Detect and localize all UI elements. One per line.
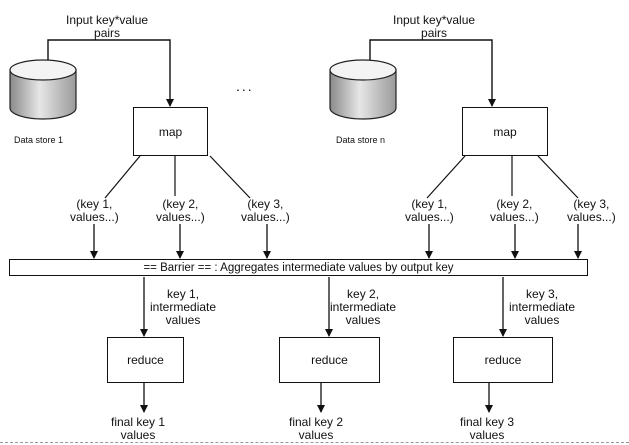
- right-map-edge-1: [426, 155, 466, 199]
- reduce1-input-line1: key 1,: [167, 287, 200, 301]
- left-input-line1: Input key*value: [66, 13, 149, 27]
- reduce-box-3-label: reduce: [484, 353, 522, 367]
- data-store-n-cylinder-icon: [329, 59, 397, 120]
- left-key3-line1: (key 3,: [247, 197, 284, 211]
- right-input-label: Input key*value pairs: [393, 14, 475, 40]
- right-map-edge-3: [537, 155, 579, 199]
- right-key1-line2: values...): [405, 210, 454, 224]
- reduce3-input-line2: intermediate: [509, 300, 576, 314]
- reduce2-input-line2: intermediate: [330, 300, 397, 314]
- reduce-box-2-label: reduce: [311, 353, 348, 367]
- ellipsis: ...: [236, 78, 254, 94]
- barrier-label: == Barrier == : Aggregates intermediate …: [143, 261, 454, 274]
- data-store-1-label: Data store 1: [14, 135, 64, 145]
- right-key2-label: (key 2, values...): [490, 198, 539, 224]
- left-key2-line1: (key 2,: [162, 197, 199, 211]
- barrier-bar: == Barrier == : Aggregates intermediate …: [9, 259, 588, 276]
- reduce1-input-line2: intermediate: [150, 300, 217, 314]
- left-map-edge-3: [209, 155, 251, 199]
- left-key1-line2: values...): [70, 210, 119, 224]
- left-input-line2: pairs: [94, 26, 121, 40]
- right-map-label: map: [493, 124, 517, 139]
- final-output-1-line2: values: [120, 428, 156, 442]
- reduce3-input-line3: values: [524, 313, 560, 327]
- final-output-2-line1: final key 2: [289, 415, 344, 429]
- right-key1-line1: (key 1,: [411, 197, 448, 211]
- right-map-box: map: [462, 107, 548, 156]
- reduce1-input-line3: values: [165, 313, 201, 327]
- reduce-box-2: reduce: [279, 337, 380, 383]
- right-key3-line2: values...): [567, 210, 616, 224]
- final-output-2-line2: values: [298, 428, 334, 442]
- right-input-line2: pairs: [421, 26, 448, 40]
- final-output-2: final key 2 values: [289, 416, 343, 442]
- left-key3-label: (key 3, values...): [241, 198, 290, 224]
- reduce-box-1-label: reduce: [127, 353, 164, 367]
- data-store-n-label: Data store n: [336, 135, 386, 145]
- reduce1-input-label: key 1, intermediate values: [150, 288, 216, 327]
- left-key1-line1: (key 1,: [76, 197, 113, 211]
- reduce2-input-label: key 2, intermediate values: [330, 288, 396, 327]
- right-key2-line2: values...): [490, 210, 539, 224]
- right-key1-label: (key 1, values...): [405, 198, 454, 224]
- reduce2-input-line1: key 2,: [347, 287, 380, 301]
- right-key3-label: (key 3, values...): [567, 198, 616, 224]
- final-output-3: final key 3 values: [460, 416, 514, 442]
- left-input-label: Input key*value pairs: [66, 14, 148, 40]
- reduce3-input-label: key 3, intermediate values: [509, 288, 575, 327]
- reduce3-input-line1: key 3,: [526, 287, 559, 301]
- right-input-line1: Input key*value: [393, 13, 476, 27]
- left-key2-line2: values...): [156, 210, 205, 224]
- final-output-1: final key 1 values: [111, 416, 165, 442]
- final-output-3-line2: values: [469, 428, 505, 442]
- left-key1-label: (key 1, values...): [70, 198, 119, 224]
- right-key2-line1: (key 2,: [496, 197, 533, 211]
- left-map-label: map: [158, 124, 183, 139]
- reduce-box-1: reduce: [107, 337, 184, 383]
- right-key3-line1: (key 3,: [573, 197, 610, 211]
- reduce2-input-line3: values: [345, 313, 381, 327]
- reduce-box-3: reduce: [453, 337, 553, 383]
- final-output-1-line1: final key 1: [111, 415, 166, 429]
- left-key3-line2: values...): [241, 210, 290, 224]
- left-input-connector: [47, 39, 174, 107]
- left-map-edge-1: [104, 155, 141, 199]
- right-input-connector: [369, 39, 496, 107]
- final-output-3-line1: final key 3: [460, 415, 515, 429]
- page-bottom-divider: [0, 442, 629, 443]
- data-store-1-cylinder-icon: [9, 59, 77, 120]
- left-key2-label: (key 2, values...): [156, 198, 205, 224]
- left-map-box: map: [133, 107, 208, 156]
